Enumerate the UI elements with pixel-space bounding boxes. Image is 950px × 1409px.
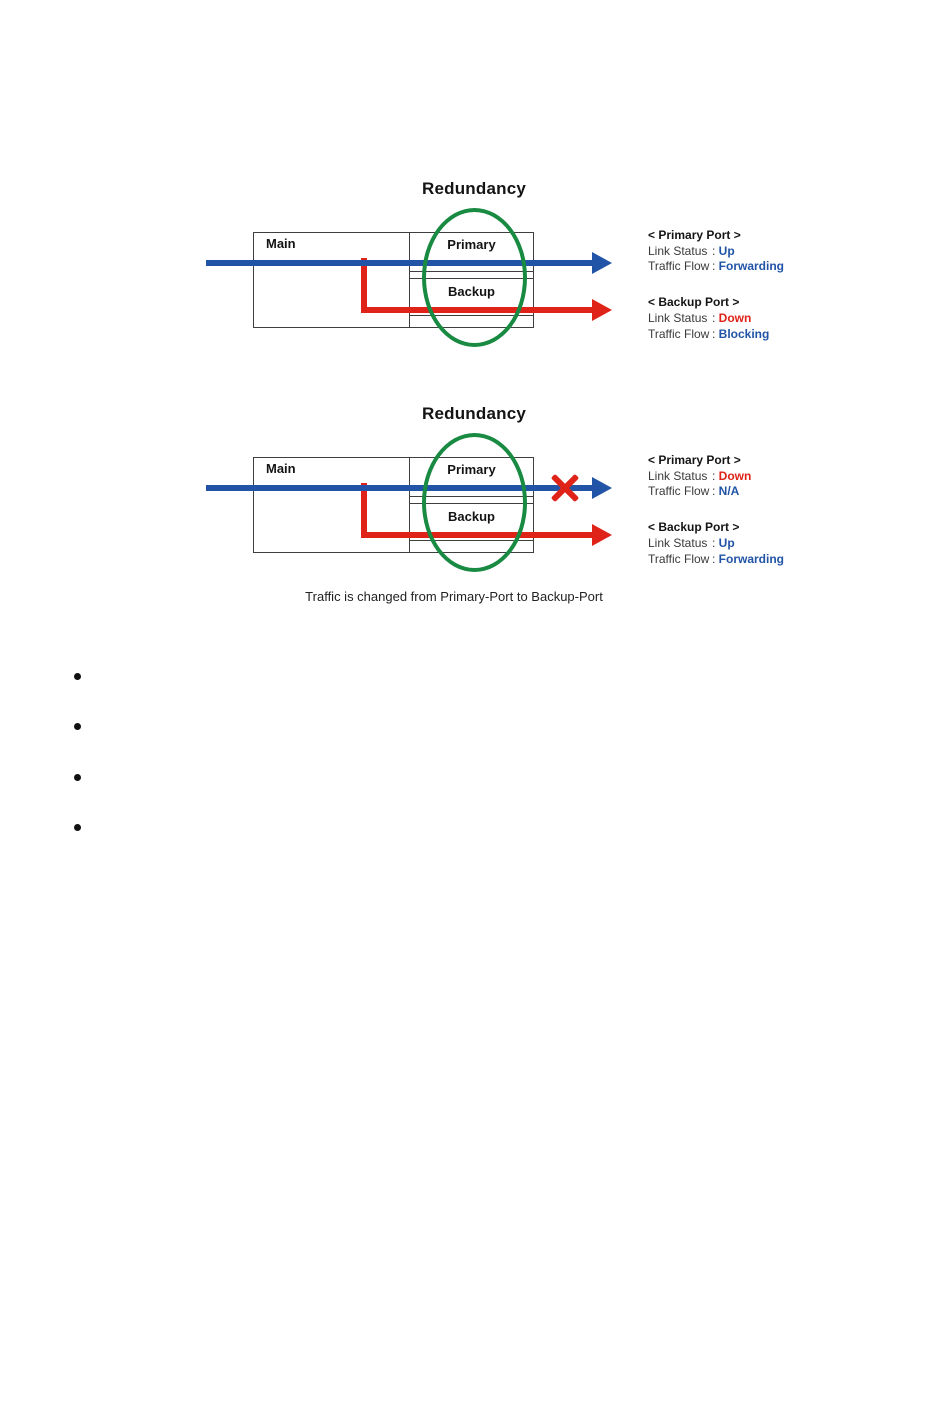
link-status-row: Link Status: Up	[648, 243, 735, 258]
port-status-header: < Primary Port >	[648, 453, 741, 467]
failover-caption: Traffic is changed from Primary-Port to …	[305, 589, 603, 604]
backup-flow-arrowhead-icon	[592, 299, 612, 321]
port-status-panel: < Primary Port > Link Status: Down Traff…	[648, 453, 928, 567]
list-item	[74, 771, 91, 784]
port-status-panel: < Primary Port > Link Status: Up Traffic…	[648, 228, 928, 342]
traffic-flow-value: Forwarding	[718, 551, 785, 566]
link-status-row: Link Status: Down	[648, 310, 752, 325]
bullet-icon	[74, 673, 81, 680]
list-item	[74, 821, 91, 834]
diagram-title: Redundancy	[421, 404, 527, 423]
traffic-flow-value: Blocking	[718, 326, 770, 341]
bullet-icon	[74, 823, 81, 831]
primary-flow-arrowhead-icon	[592, 477, 612, 499]
main-label: Main	[266, 461, 296, 476]
link-status-row: Link Status: Down	[648, 468, 752, 483]
box-divider-line	[409, 457, 410, 553]
traffic-flow-value: Forwarding	[718, 259, 785, 274]
redundancy-diagram-normal: Redundancy Main Primary Backup < Primary…	[0, 0, 950, 400]
port-status-header: < Backup Port >	[648, 520, 740, 535]
main-label: Main	[266, 236, 296, 251]
port-status-header: < Backup Port >	[648, 295, 740, 310]
primary-flow-arrowhead-icon	[592, 252, 612, 274]
backup-port-status: < Backup Port > Link Status: Up Traffic …	[648, 520, 928, 567]
traffic-flow-row: Traffic Flow: Forwarding	[648, 259, 785, 274]
redundancy-diagram-failover: Redundancy Main Primary Backup < Primary…	[0, 225, 950, 625]
primary-port-status: < Primary Port > Link Status: Up Traffic…	[648, 228, 928, 275]
redundancy-ellipse	[422, 433, 527, 572]
backup-flow-branch-line	[361, 483, 367, 538]
link-failure-x-icon	[549, 472, 581, 504]
port-status-header: < Primary Port >	[648, 228, 741, 242]
backup-port-status: < Backup Port > Link Status: Down Traffi…	[648, 295, 928, 342]
bullet-icon	[74, 723, 81, 730]
link-status-value: Up	[718, 243, 735, 258]
link-status-value: Down	[718, 468, 752, 483]
backup-flow-branch-line	[361, 258, 367, 313]
list-item	[74, 720, 91, 733]
link-status-value: Up	[718, 535, 735, 550]
redundancy-ellipse	[422, 208, 527, 347]
list-item	[74, 670, 91, 683]
traffic-flow-row: Traffic Flow: Forwarding	[648, 551, 785, 566]
link-status-value: Down	[718, 310, 752, 325]
primary-port-status: < Primary Port > Link Status: Down Traff…	[648, 453, 928, 500]
primary-flow-arrow-shaft	[206, 260, 593, 266]
switch-box	[253, 232, 534, 328]
traffic-flow-row: Traffic Flow: Blocking	[648, 326, 770, 341]
link-status-row: Link Status: Up	[648, 535, 735, 550]
traffic-flow-row: Traffic Flow: N/A	[648, 484, 740, 499]
box-divider-line	[409, 232, 410, 328]
diagram-title: Redundancy	[421, 179, 527, 198]
primary-flow-arrow-shaft	[206, 485, 593, 491]
bullet-icon	[74, 773, 81, 781]
switch-box	[253, 457, 534, 553]
backup-flow-arrowhead-icon	[592, 524, 612, 546]
traffic-flow-value: N/A	[718, 484, 740, 499]
